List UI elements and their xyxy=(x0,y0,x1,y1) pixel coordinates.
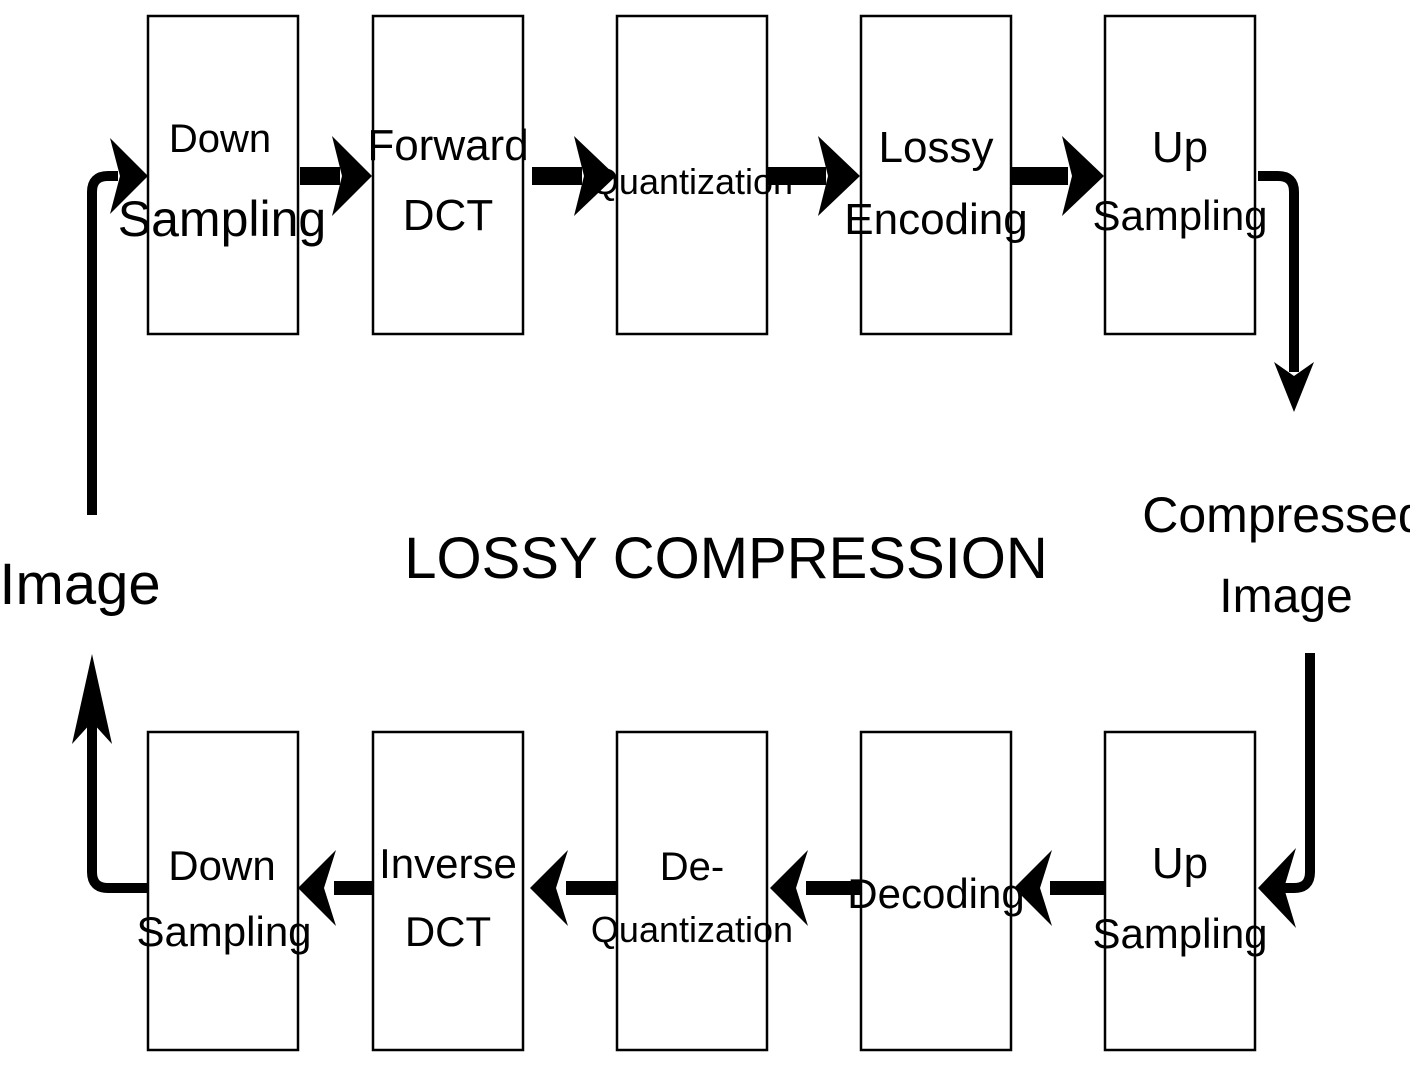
arrowheads xyxy=(72,136,1314,928)
box-label-line: Decoding xyxy=(847,870,1024,917)
box-label-line: Sampling xyxy=(1092,192,1267,239)
arrow-down-sampling-to-image xyxy=(87,690,148,893)
box-label-line: Quantization xyxy=(591,161,793,202)
diagram-title: LOSSY COMPRESSION xyxy=(404,526,1048,591)
box-label-line: DCT xyxy=(405,908,491,955)
arrow-compressed-image-to-up-sampling xyxy=(1284,653,1315,893)
box-decoding: Decoding xyxy=(847,730,1025,1052)
arrowhead-right xyxy=(110,138,148,214)
box-label-line: Sampling xyxy=(118,191,326,247)
arrowhead-right xyxy=(1062,136,1104,216)
arrowhead-left xyxy=(1014,850,1052,926)
arrowhead-left xyxy=(298,850,336,926)
arrowhead-right xyxy=(574,136,616,216)
top-row: Down Sampling Forward DCT Quantization L… xyxy=(118,14,1268,336)
box-up-sampling-bottom: Up Sampling xyxy=(1092,730,1268,1052)
box-label-line: DCT xyxy=(403,191,493,240)
arrowhead-up xyxy=(72,654,112,744)
arrowhead-left xyxy=(770,850,808,926)
box-de-quantization: De- Quantization xyxy=(591,730,793,1052)
box-label-line: Forward xyxy=(367,121,528,170)
box-label-line: Encoding xyxy=(844,195,1027,244)
box-down-sampling-bottom: Down Sampling xyxy=(136,730,312,1052)
arrowhead-left xyxy=(1258,848,1296,928)
arrowhead-down xyxy=(1274,362,1314,412)
box-down-sampling-top: Down Sampling xyxy=(118,14,326,336)
box-label-line: Up xyxy=(1152,123,1208,172)
arrowhead-left xyxy=(530,850,568,926)
box-label-line: De- xyxy=(660,845,724,889)
box-label-line: Sampling xyxy=(136,908,311,955)
box-lossy-encoding: Lossy Encoding xyxy=(844,14,1028,336)
arrowhead-right xyxy=(332,136,372,216)
arrow-image-to-down-sampling xyxy=(87,171,118,515)
box-inverse-dct: Inverse DCT xyxy=(371,730,525,1052)
connectors xyxy=(87,167,1315,895)
arrowhead-right xyxy=(818,136,860,216)
compressed-image-label-line1: Compressed xyxy=(1142,487,1410,543)
box-label-line: Down xyxy=(168,842,275,889)
box-up-sampling-top: Up Sampling xyxy=(1092,14,1268,336)
compressed-image-label-line2: Image xyxy=(1219,570,1352,623)
box-label-line: Down xyxy=(169,117,271,161)
input-image-label: Image xyxy=(0,552,161,617)
arrow-up-sampling-to-compressed-image xyxy=(1258,171,1299,372)
box-label-line: Inverse xyxy=(379,840,517,887)
box-forward-dct: Forward DCT xyxy=(367,14,529,336)
box-label-line: Lossy xyxy=(879,123,994,172)
bottom-row: Down Sampling Inverse DCT De- Quantizati… xyxy=(136,730,1268,1052)
box-label-line: Quantization xyxy=(591,909,793,950)
box-quantization: Quantization xyxy=(591,14,793,336)
box-label-line: Sampling xyxy=(1092,910,1267,957)
box-label-line: Up xyxy=(1152,839,1208,888)
